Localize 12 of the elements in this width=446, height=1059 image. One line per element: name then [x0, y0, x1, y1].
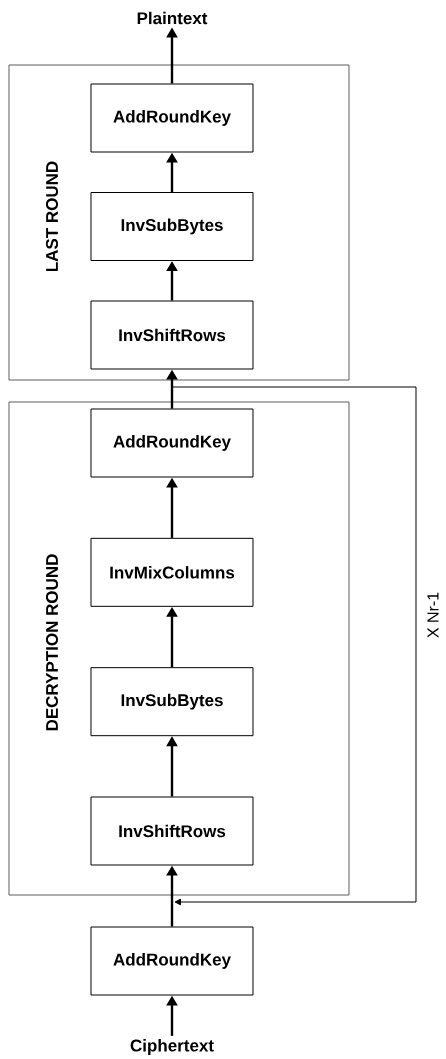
arrow	[171, 386, 417, 906]
process-box: AddRoundKey	[90, 926, 254, 996]
edge-label: X Nr-1	[427, 592, 439, 638]
process-box: AddRoundKey	[90, 408, 254, 478]
process-box: InvShiftRows	[90, 300, 254, 370]
text-label: Plaintext	[137, 11, 208, 25]
process-box: InvSubBytes	[90, 192, 254, 261]
process-box: InvMixColumns	[90, 537, 254, 607]
process-box: AddRoundKey	[90, 83, 254, 153]
process-box: InvSubBytes	[90, 667, 254, 737]
process-box: InvShiftRows	[90, 796, 254, 866]
text-label: Ciphertext	[130, 1039, 214, 1055]
